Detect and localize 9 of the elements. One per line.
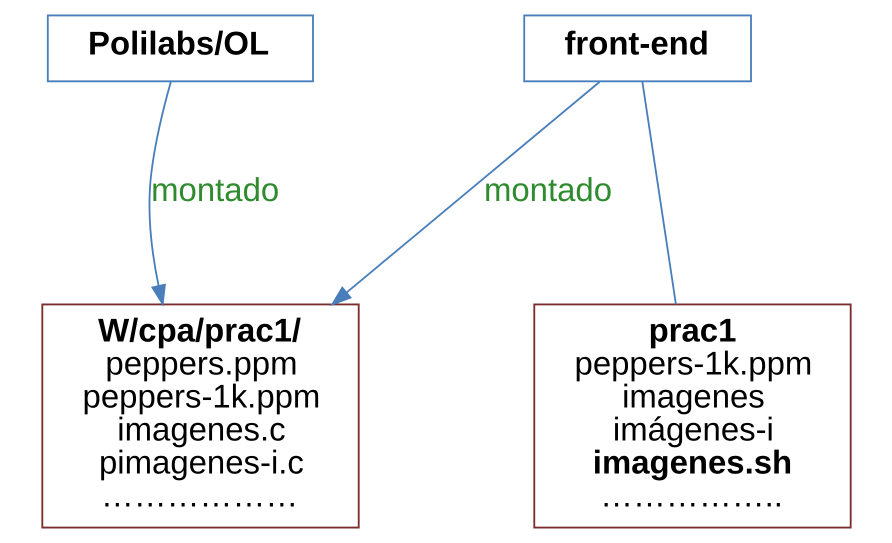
arrow bbox=[330, 81, 600, 306]
node-box: Polilabs/OL bbox=[46, 14, 314, 82]
edge-label: montado bbox=[483, 170, 612, 208]
node-box: W/cpa/prac1/ peppers.ppm peppers-1k.ppm imagenes.c pimagenes-i.c ……………… bbox=[40, 304, 360, 528]
edge-label: montado bbox=[150, 170, 279, 208]
arrow bbox=[148, 81, 172, 307]
connector bbox=[640, 82, 676, 305]
node-box: front-end bbox=[522, 14, 752, 82]
node-box: prac1 peppers-1k.ppm imagenes imágenes-i imagenes.sh …………….. bbox=[532, 304, 852, 528]
